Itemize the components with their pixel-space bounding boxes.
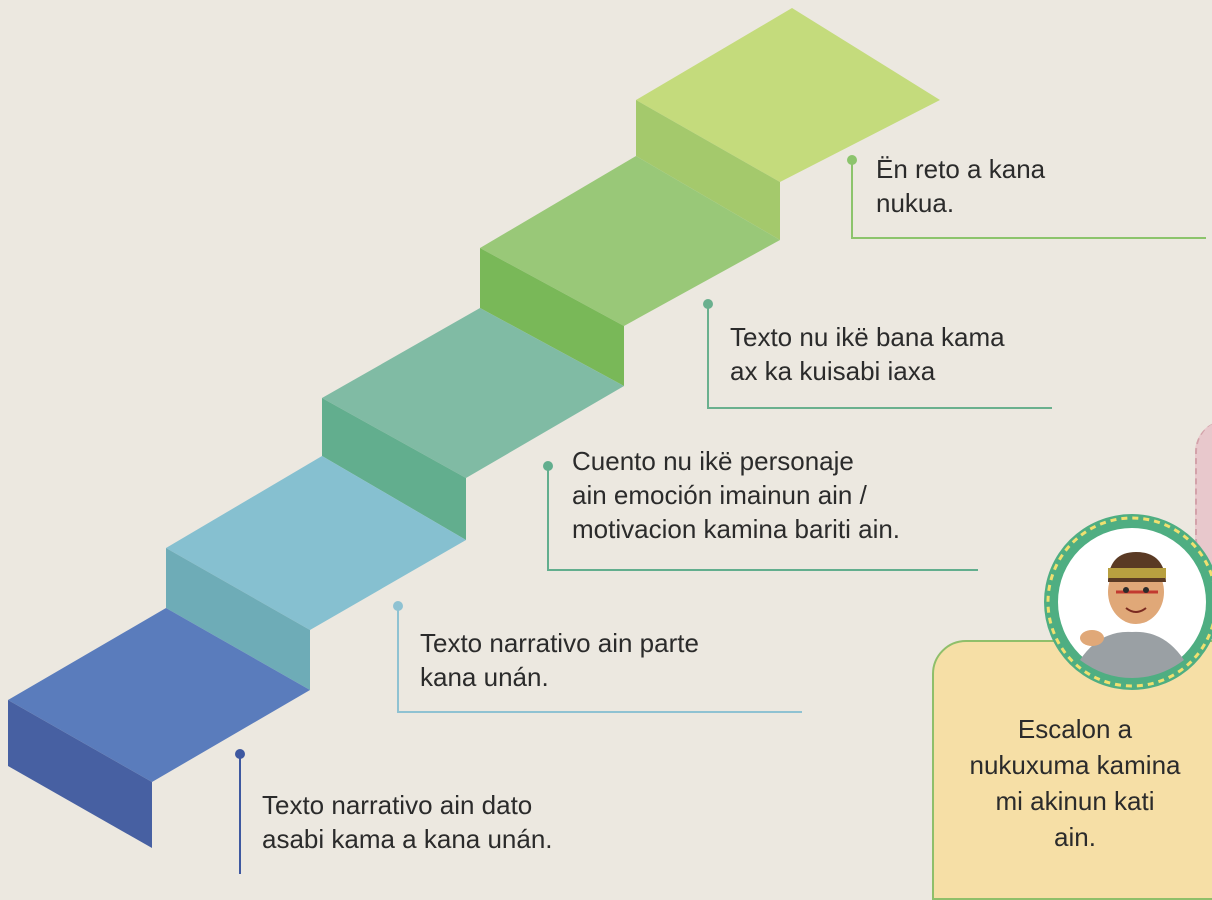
step-4 bbox=[480, 156, 780, 386]
leader-dot-step-3 bbox=[543, 461, 553, 471]
child-avatar-icon bbox=[1044, 514, 1212, 690]
step-3-label: Cuento nu ikë personaje ain emoción imai… bbox=[572, 446, 901, 544]
leader-line-step-3 bbox=[547, 466, 978, 571]
leader-line-step-5 bbox=[851, 160, 1206, 239]
step-2 bbox=[166, 456, 466, 690]
leader-dot-step-1 bbox=[235, 749, 245, 759]
pink-side-panel bbox=[1195, 420, 1212, 570]
leader-dot-step-4 bbox=[703, 299, 713, 309]
step-4-label: Texto nu ikë bana kama ax ka kuisabi iax… bbox=[730, 322, 1005, 386]
staircase-diagram bbox=[8, 8, 1206, 874]
speech-box-text: Escalon a nukuxuma kamina mi akinun kati… bbox=[969, 714, 1181, 852]
leader-dot-step-2 bbox=[393, 601, 403, 611]
leader-line-step-4 bbox=[707, 304, 1052, 409]
leader-line-step-2 bbox=[397, 606, 802, 713]
step-5 bbox=[636, 8, 940, 240]
leader-dot-step-5 bbox=[847, 155, 857, 165]
step-2-label: Texto narrativo ain parte kana unán. bbox=[420, 628, 699, 692]
step-1-label: Texto narrativo ain dato asabi kama a ka… bbox=[262, 790, 553, 854]
step-3 bbox=[322, 308, 624, 540]
step-1 bbox=[8, 608, 310, 848]
step-5-label: Ën reto a kana nukua. bbox=[876, 154, 1046, 218]
